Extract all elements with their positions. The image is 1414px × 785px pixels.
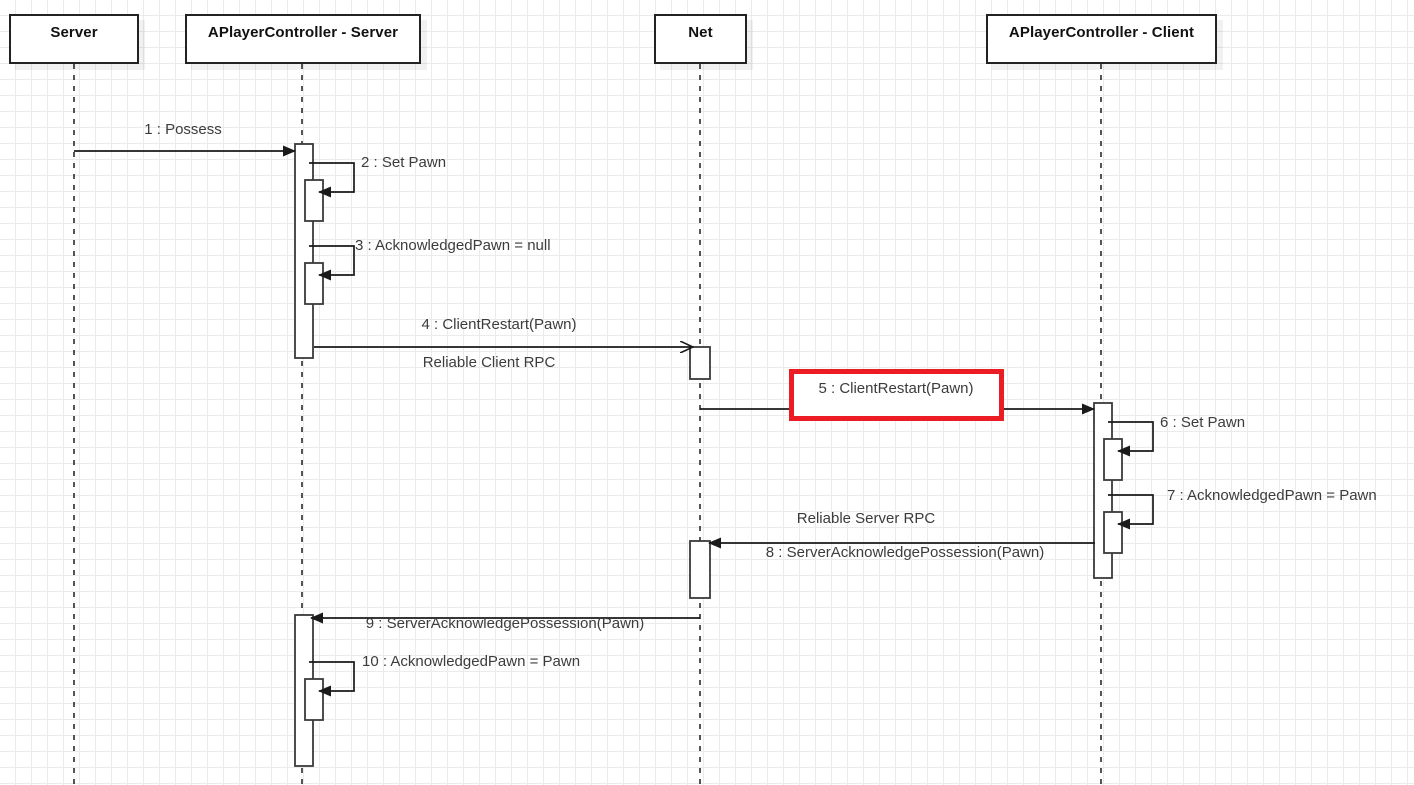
lifeline-header-server[interactable]: Server [9, 14, 139, 64]
message-6-self-arrow [1108, 421, 1154, 457]
message-8-note: Reliable Server RPC [796, 510, 936, 527]
activation-bar-act-net-2[interactable] [689, 540, 711, 599]
activation-bar-act-pcserver-main[interactable] [294, 143, 314, 359]
message-3-label: 3 : AcknowledgedPawn = null [355, 237, 551, 254]
activation-bar-act-pcclient-n1[interactable] [1103, 438, 1123, 481]
message-9-label: 9 : ServerAcknowledgePossession(Pawn) [365, 615, 645, 632]
message-10-self-arrow [309, 661, 355, 697]
activation-bar-act-net-1[interactable] [689, 346, 711, 380]
message-3-self-arrow [309, 245, 355, 281]
message-6-label: 6 : Set Pawn [1160, 414, 1246, 431]
activation-bar-act-pcserver-n1[interactable] [304, 179, 324, 222]
message-5-highlight-box[interactable] [789, 369, 1004, 421]
message-4-label: 4 : ClientRestart(Pawn) [421, 316, 577, 333]
message-4-note: Reliable Client RPC [422, 354, 556, 371]
lifeline-title-pc_server: APlayerController - Server [207, 24, 399, 41]
message-10-label: 10 : AcknowledgedPawn = Pawn [362, 653, 581, 670]
lifeline-header-pc_server[interactable]: APlayerController - Server [185, 14, 421, 64]
message-arrows [74, 145, 1154, 697]
message-7-self-arrow [1108, 494, 1154, 530]
message-8-label: 8 : ServerAcknowledgePossession(Pawn) [765, 544, 1045, 561]
activation-bar-act-pcserver-n2[interactable] [304, 262, 324, 305]
lifeline-title-pc_client: APlayerController - Client [1008, 24, 1195, 41]
message-2-self-arrow [309, 162, 355, 198]
message-2-label: 2 : Set Pawn [361, 154, 447, 171]
message-5-highlight-label: 5 : ClientRestart(Pawn) [818, 380, 974, 397]
lifeline-header-pc_client[interactable]: APlayerController - Client [986, 14, 1217, 64]
activation-bar-act-pcclient-n2[interactable] [1103, 511, 1123, 554]
lifeline-dashed-lines [73, 64, 1102, 785]
activation-bar-act-pcserver-n3[interactable] [304, 678, 324, 721]
message-7-label: 7 : AcknowledgedPawn = Pawn [1167, 487, 1377, 504]
message-1-label: 1 : Possess [144, 121, 222, 138]
lifeline-title-net: Net [688, 24, 713, 41]
lifeline-title-server: Server [50, 24, 98, 41]
lifeline-header-net[interactable]: Net [654, 14, 747, 64]
